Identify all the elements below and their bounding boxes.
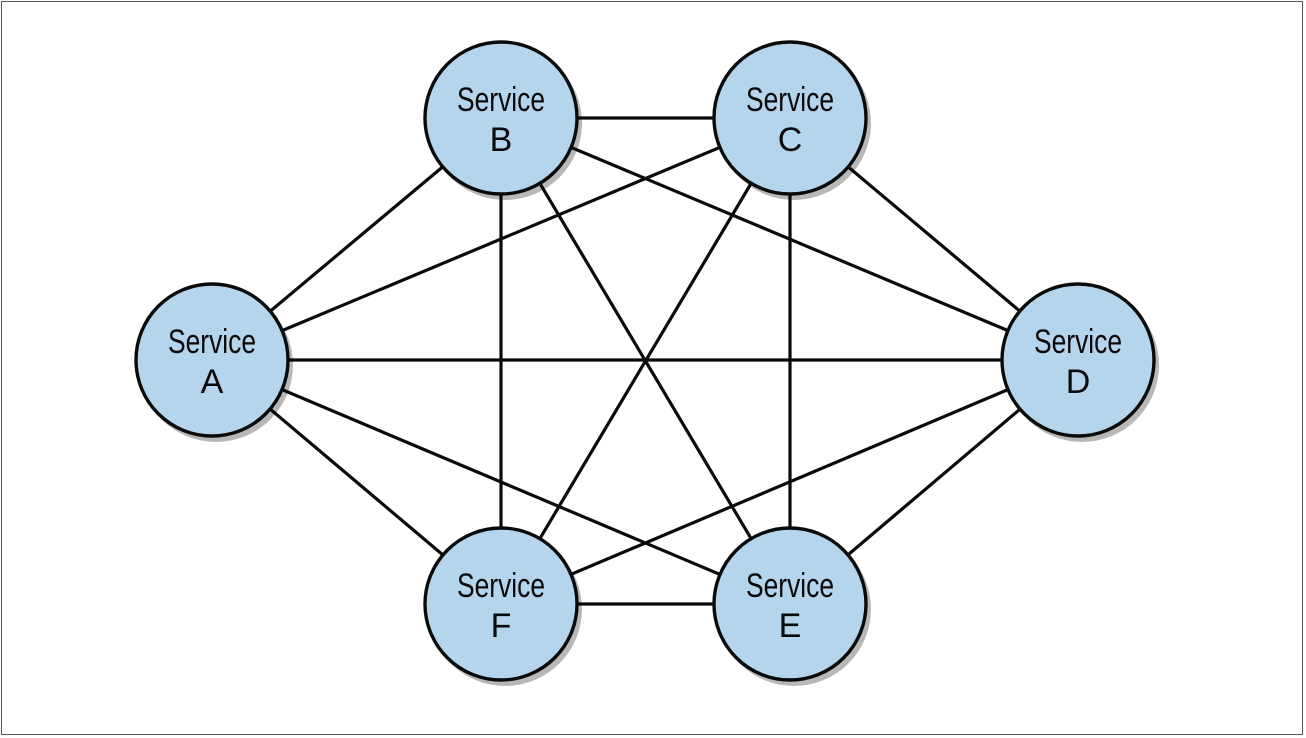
edge-d-f [499,358,1080,606]
node-service-a: Service A [134,282,293,442]
node-label-line2: D [1066,363,1091,401]
node-label-line1: Service [746,81,834,119]
node-circle [134,282,290,438]
node-circle [423,40,579,196]
node-label-line1: Service [457,567,545,605]
node-service-f: Service F [423,526,582,686]
node-label-line2: C [778,121,803,159]
node-service-b: Service B [423,40,582,200]
node-service-d: Service D [1000,282,1159,442]
node-label-line1: Service [168,323,256,361]
node-label-line2: E [779,607,802,645]
edges-layer [210,116,1080,606]
node-circle [712,526,868,682]
node-circle [712,40,868,196]
node-label-line1: Service [1034,323,1122,361]
nodes-layer: Service A Service B Service C Service D … [134,40,1159,686]
edge-c-f [499,116,792,606]
node-label-line2: F [491,607,512,645]
node-service-c: Service C [712,40,871,200]
node-label-line1: Service [457,81,545,119]
node-label-line2: A [201,363,224,401]
node-service-e: Service E [712,526,871,686]
node-label-line1: Service [746,567,834,605]
node-label-line2: B [490,121,513,159]
node-circle [1000,282,1156,438]
node-circle [423,526,579,682]
